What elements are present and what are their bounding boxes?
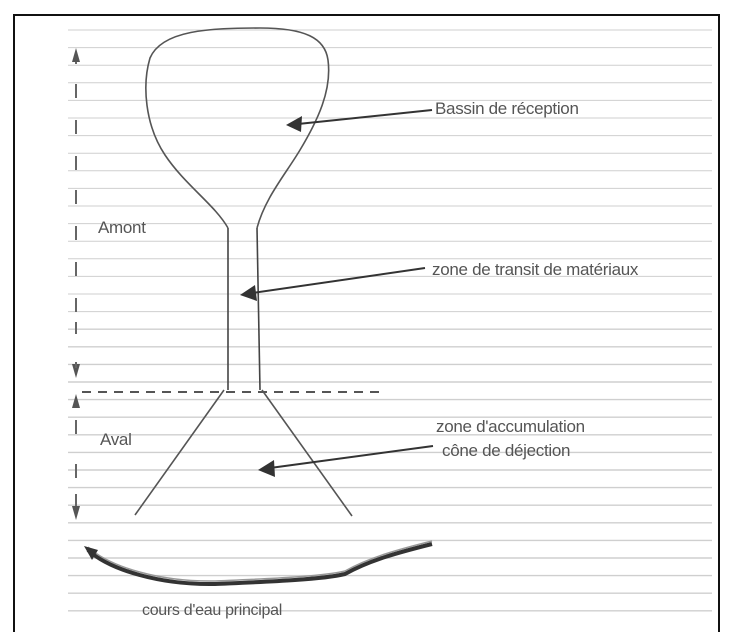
accumulation-pointer-arrowhead-icon bbox=[258, 460, 275, 477]
upstream-indicator bbox=[72, 48, 80, 520]
main-stream-line bbox=[88, 544, 432, 584]
transit-pointer-arrow bbox=[252, 268, 425, 293]
downstream-label: Aval bbox=[100, 430, 132, 449]
upstream-arrow-icon bbox=[72, 48, 80, 62]
ruled-lines bbox=[68, 30, 712, 611]
main-stream-label: cours d'eau principal bbox=[142, 602, 282, 619]
transit-channel-right bbox=[257, 228, 260, 390]
downstream-bottom-arrow-icon bbox=[72, 506, 80, 520]
accumulation-pointer-arrow bbox=[270, 446, 433, 468]
transit-pointer-arrowhead-icon bbox=[240, 285, 257, 301]
accumulation-label-line1: zone d'accumulation bbox=[436, 417, 585, 436]
reception-basin-outline bbox=[146, 28, 329, 228]
downstream-top-arrow-icon bbox=[72, 394, 80, 408]
transit-label: zone de transit de matériaux bbox=[432, 260, 639, 279]
accumulation-label-line2: cône de déjection bbox=[442, 441, 570, 460]
basin-label: Bassin de réception bbox=[435, 99, 579, 118]
upstream-label: Amont bbox=[98, 218, 146, 237]
